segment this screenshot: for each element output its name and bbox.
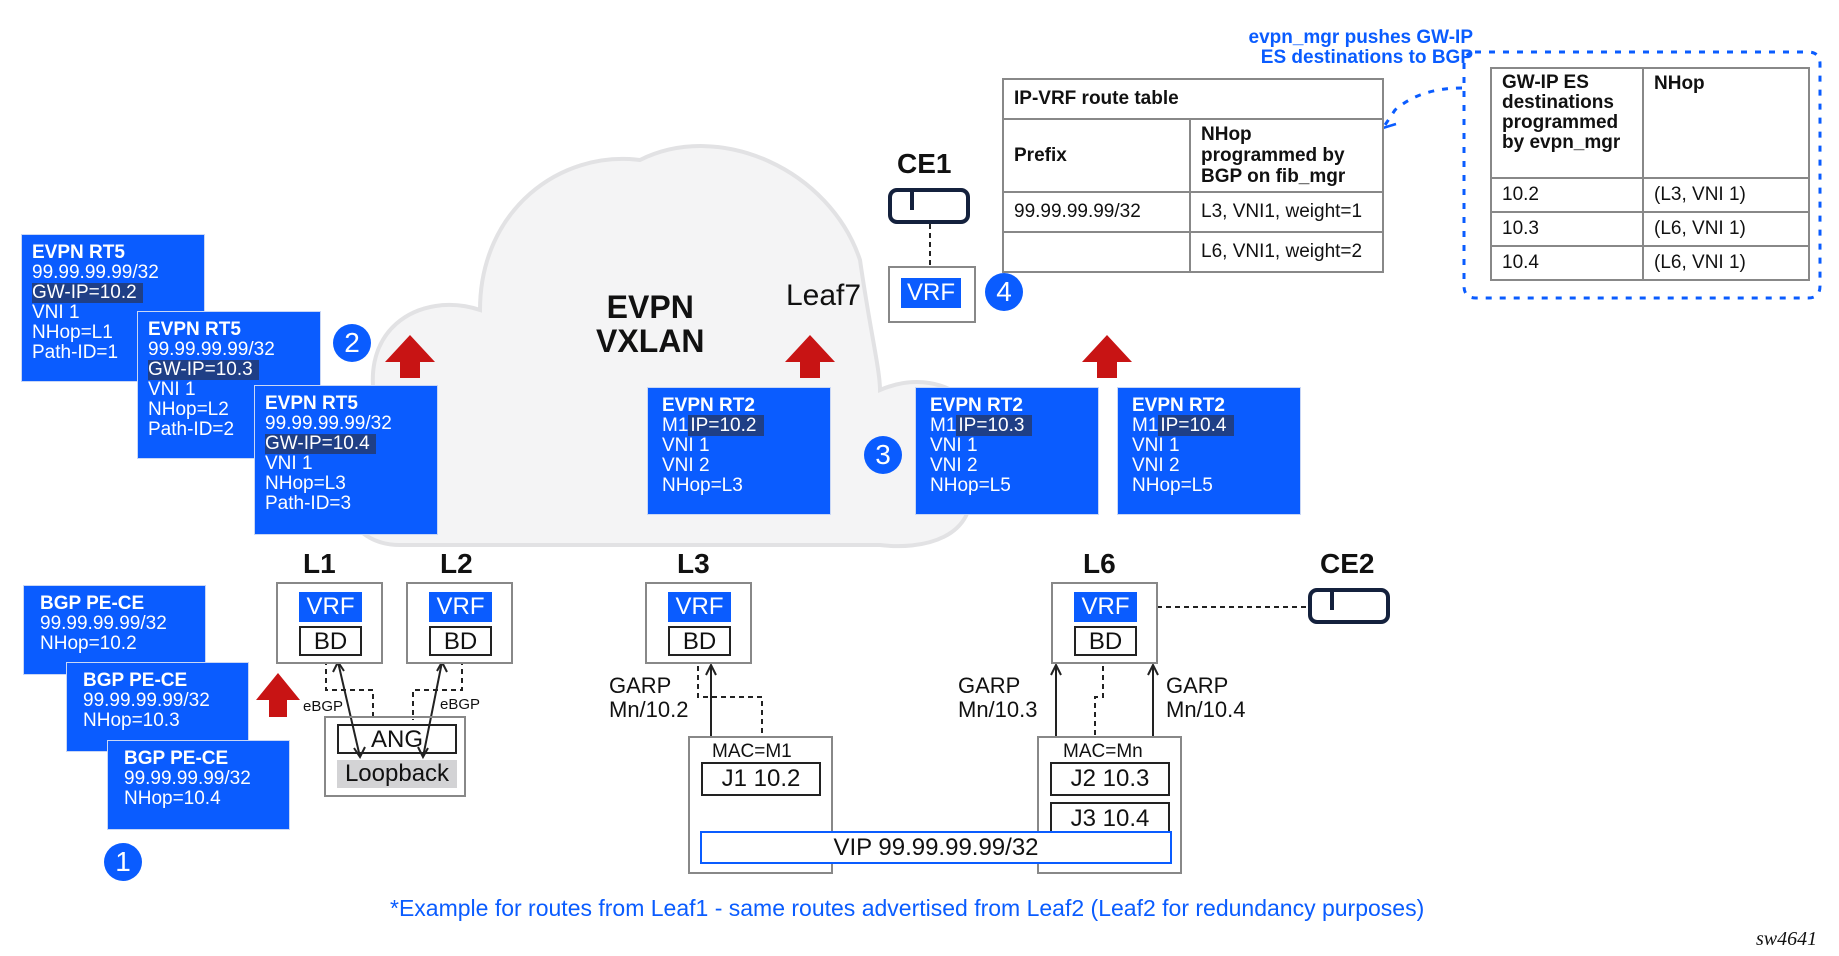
ebgp-label-left: eBGP <box>303 698 344 715</box>
l3-bd: BD <box>668 626 731 656</box>
ipvrf-header-nhop: NHop programmed by BGP on fib_mgr <box>1189 118 1384 193</box>
gwip-es-table: GW-IP ES destinations programmed by evpn… <box>1490 67 1810 281</box>
gwip-header-nhop: NHop <box>1642 67 1810 179</box>
gwip-cell: 10.4 <box>1490 245 1644 281</box>
ce1-label: CE1 <box>897 148 952 179</box>
pece-route-2: BGP PE-CE 99.99.99.99/32 NHop=10.3 <box>66 662 249 752</box>
l3-links <box>697 657 763 737</box>
gwip-cell: (L3, VNI 1) <box>1642 177 1810 213</box>
l2-vrf: VRF <box>429 592 492 622</box>
up-arrow-icon <box>785 335 835 378</box>
l6-vrf: VRF <box>1074 592 1137 622</box>
l6-node[interactable]: VRF BD <box>1051 582 1158 664</box>
red-arrows <box>256 335 1132 717</box>
rt5-route-1: EVPN RT5 99.99.99.99/32 GW-IP=10.2 VNI 1… <box>21 234 205 382</box>
step-4-badge: 4 <box>985 273 1023 311</box>
gwip-cell: (L6, VNI 1) <box>1642 245 1810 281</box>
gwip-cell: (L6, VNI 1) <box>1642 211 1810 247</box>
step-1-badge: 1 <box>104 843 142 881</box>
push-arrow <box>1383 86 1463 126</box>
host-right-mac: MAC=Mn <box>1063 741 1143 762</box>
ang-box: ANG <box>337 724 457 754</box>
l6-bd: BD <box>1074 626 1137 656</box>
gwip-cell: 10.2 <box>1490 177 1644 213</box>
rt5-route-3: EVPN RT5 99.99.99.99/32 GW-IP=10.4 VNI 1… <box>254 385 438 535</box>
step-2-badge: 2 <box>333 324 371 362</box>
gwip-cell: 10.3 <box>1490 211 1644 247</box>
l3-label: L3 <box>677 548 710 579</box>
l2-bd: BD <box>429 626 492 656</box>
l6-label: L6 <box>1083 548 1116 579</box>
host-left-mac: MAC=M1 <box>712 741 792 762</box>
l3-vrf: VRF <box>668 592 731 622</box>
l3-node[interactable]: VRF BD <box>645 582 752 664</box>
ce1-device-icon[interactable] <box>888 188 970 224</box>
vip-box: VIP 99.99.99.99/32 <box>700 831 1172 864</box>
ipvrf-cell: 99.99.99.99/32 <box>1002 191 1191 233</box>
ce2-device-icon[interactable] <box>1308 588 1390 624</box>
ipvrf-table-title: IP-VRF route table <box>1002 78 1384 120</box>
ipvrf-cell: L3, VNI1, weight=1 <box>1189 191 1384 233</box>
ipvrf-header-prefix: Prefix <box>1002 118 1191 193</box>
ang-node[interactable]: ANG Loopback <box>324 716 466 797</box>
loopback-box: Loopback <box>337 760 457 788</box>
ipvrf-cell <box>1002 231 1191 273</box>
gwip-header-dest: GW-IP ES destinations programmed by evpn… <box>1490 67 1644 179</box>
l1-node[interactable]: VRF BD <box>276 582 383 664</box>
evpn-mgr-boundary <box>1462 50 1822 300</box>
leaf7-vrf: VRF <box>901 278 961 308</box>
step-3-badge: 3 <box>864 436 902 474</box>
ce2-label: CE2 <box>1320 548 1375 579</box>
cloud-label: EVPN VXLAN <box>596 289 705 359</box>
ebgp-label-right: eBGP <box>440 696 481 713</box>
garp-l6-left-label: GARP Mn/10.3 <box>958 673 1038 722</box>
up-arrow-icon <box>256 673 300 717</box>
up-arrow-icon <box>1082 335 1132 378</box>
j2-box: J2 10.3 <box>1050 762 1170 796</box>
leaf7-label: Leaf7 <box>786 279 862 312</box>
l2-label: L2 <box>440 548 473 579</box>
l1-vrf: VRF <box>299 592 362 622</box>
figure-id: sw4641 <box>1756 928 1818 950</box>
garp-l3-label: GARP Mn/10.2 <box>609 673 689 722</box>
l6-links <box>1050 657 1159 737</box>
leaf7-node[interactable]: VRF <box>888 266 976 323</box>
ipvrf-cell: L6, VNI1, weight=2 <box>1189 231 1384 273</box>
l1-bd: BD <box>299 626 362 656</box>
up-arrow-icon <box>385 335 435 378</box>
garp-l6-right-label: GARP Mn/10.4 <box>1166 673 1246 722</box>
footnote: *Example for routes from Leaf1 - same ro… <box>390 895 1425 921</box>
evpn-mgr-annotation: evpn_mgr pushes GW-IP ES destinations to… <box>1248 27 1474 68</box>
j1-box: J1 10.2 <box>701 762 821 796</box>
l2-node[interactable]: VRF BD <box>406 582 513 664</box>
ipvrf-route-table: IP-VRF route table Prefix NHop programme… <box>1002 78 1384 273</box>
pece-route-3: BGP PE-CE 99.99.99.99/32 NHop=10.4 <box>107 740 290 830</box>
l1-label: L1 <box>303 548 336 579</box>
